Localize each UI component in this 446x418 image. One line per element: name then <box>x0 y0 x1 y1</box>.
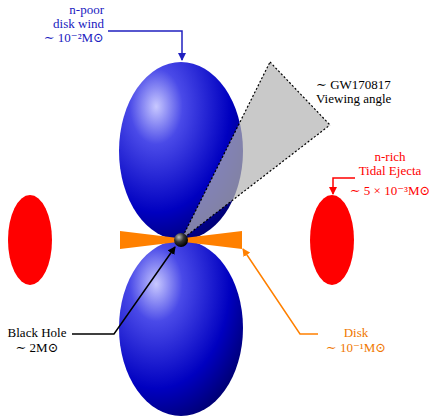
leader-line <box>243 249 318 334</box>
black-hole-label: Black Hole <box>4 326 70 340</box>
leader-line <box>108 31 182 60</box>
wind-lobe-top <box>119 62 243 240</box>
wind-mass: ∼ 10⁻²M⊙ <box>20 31 104 45</box>
black-hole <box>174 233 188 247</box>
disk-label: Disk <box>320 326 392 340</box>
wind-label: n-poor <box>20 3 104 17</box>
wind-lobe-bottom <box>119 240 243 416</box>
disk-right <box>184 231 242 249</box>
cone-edge <box>181 125 330 240</box>
ejecta-mass: ∼ 5 × 10⁻³M⊙ <box>340 184 440 198</box>
ejecta-label: n-rich <box>340 150 440 164</box>
tidal-ejecta-left <box>8 195 52 285</box>
viewing-label: Viewing angle <box>316 92 426 106</box>
disk-mass: ∼ 10⁻¹M⊙ <box>320 341 392 355</box>
wind-label: disk wind <box>20 17 104 31</box>
leader-line <box>72 247 175 334</box>
cone-edge <box>181 62 270 240</box>
tidal-ejecta-right <box>310 195 354 285</box>
viewing-label: ∼ GW170817 <box>316 78 426 92</box>
ejecta-label: Tidal Ejecta <box>340 164 440 178</box>
disk-left <box>120 231 178 249</box>
viewing-cone <box>181 62 330 240</box>
black-hole-mass: ∼ 2M⊙ <box>4 341 70 355</box>
